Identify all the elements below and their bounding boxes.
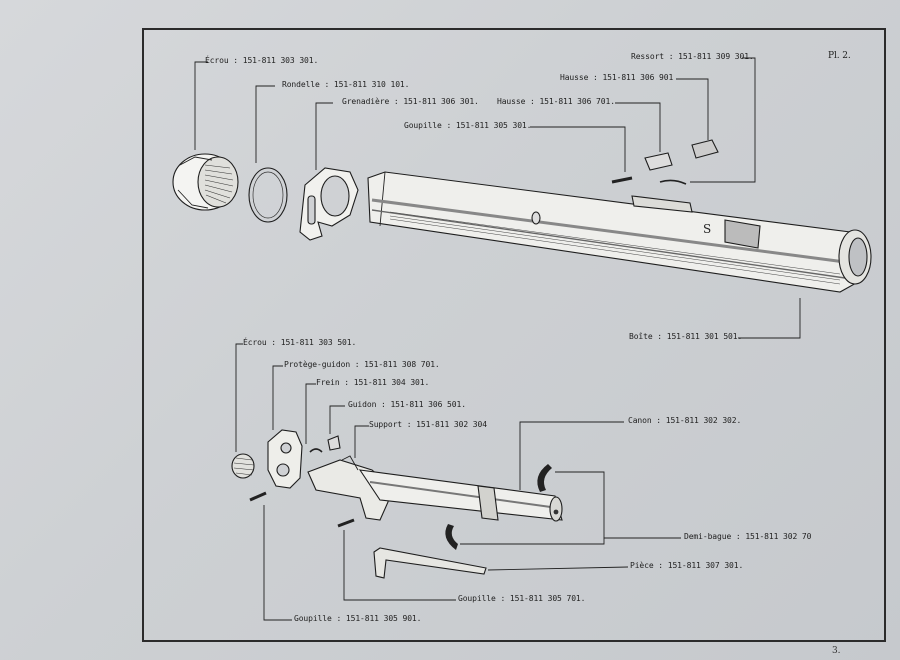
label-demi-bague: Demi-bague : 151-811 302 70 xyxy=(684,532,812,541)
label-ressort: Ressort : 151-811 309 301. xyxy=(631,52,754,61)
label-boite: Boîte : 151-811 301 501. xyxy=(629,332,743,341)
leader-lines-upper xyxy=(194,57,801,339)
label-goupille-top: Goupille : 151-811 305 301. xyxy=(404,121,532,130)
page-number: 3. xyxy=(832,646,841,656)
rear-sight-parts xyxy=(611,139,719,185)
brake-and-sight-parts xyxy=(309,435,341,453)
nut-part-bottom xyxy=(231,453,255,479)
label-rondelle: Rondelle : 151-811 310 101. xyxy=(282,80,410,89)
ejector-rod-part xyxy=(373,547,487,579)
label-guidon: Guidon : 151-811 306 501. xyxy=(348,400,466,409)
receiver-tube-part xyxy=(367,171,872,293)
sling-band-part xyxy=(299,167,359,241)
label-ecrou-top: Écrou : 151-811 303 301. xyxy=(205,56,319,65)
nut-part-top xyxy=(172,153,239,211)
label-support: Support : 151-811 302 304 xyxy=(369,420,487,429)
leader-lines-lower xyxy=(235,343,681,621)
label-goupille-mid: Goupille : 151-811 305 701. xyxy=(458,594,586,603)
plate-frame xyxy=(142,28,886,642)
label-protege-guidon: Protège-guidon : 151-811 308 701. xyxy=(284,360,440,369)
label-hausse-901: Hausse : 151-811 306 901 xyxy=(560,73,674,82)
pin-parts xyxy=(249,491,355,528)
label-hausse-701: Hausse : 151-811 306 701. xyxy=(497,97,615,106)
label-frein: Frein : 151-811 304 301. xyxy=(316,378,430,387)
front-sight-guard-part xyxy=(267,429,303,489)
label-grenadiere: Grenadière : 151-811 306 301. xyxy=(342,97,479,106)
label-piece: Pièce : 151-811 307 301. xyxy=(630,561,744,570)
barrel-part xyxy=(358,469,563,522)
washer-ring-part xyxy=(248,167,288,223)
plate-number: Pl. 2. xyxy=(828,51,851,61)
label-canon: Canon : 151-811 302 302. xyxy=(628,416,742,425)
receiver-marking: S xyxy=(703,222,711,236)
half-ring-parts xyxy=(445,464,552,550)
label-goupille-bottom: Goupille : 151-811 305 901. xyxy=(294,614,422,623)
label-ecrou-bottom: Écrou : 151-811 303 501. xyxy=(243,338,357,347)
